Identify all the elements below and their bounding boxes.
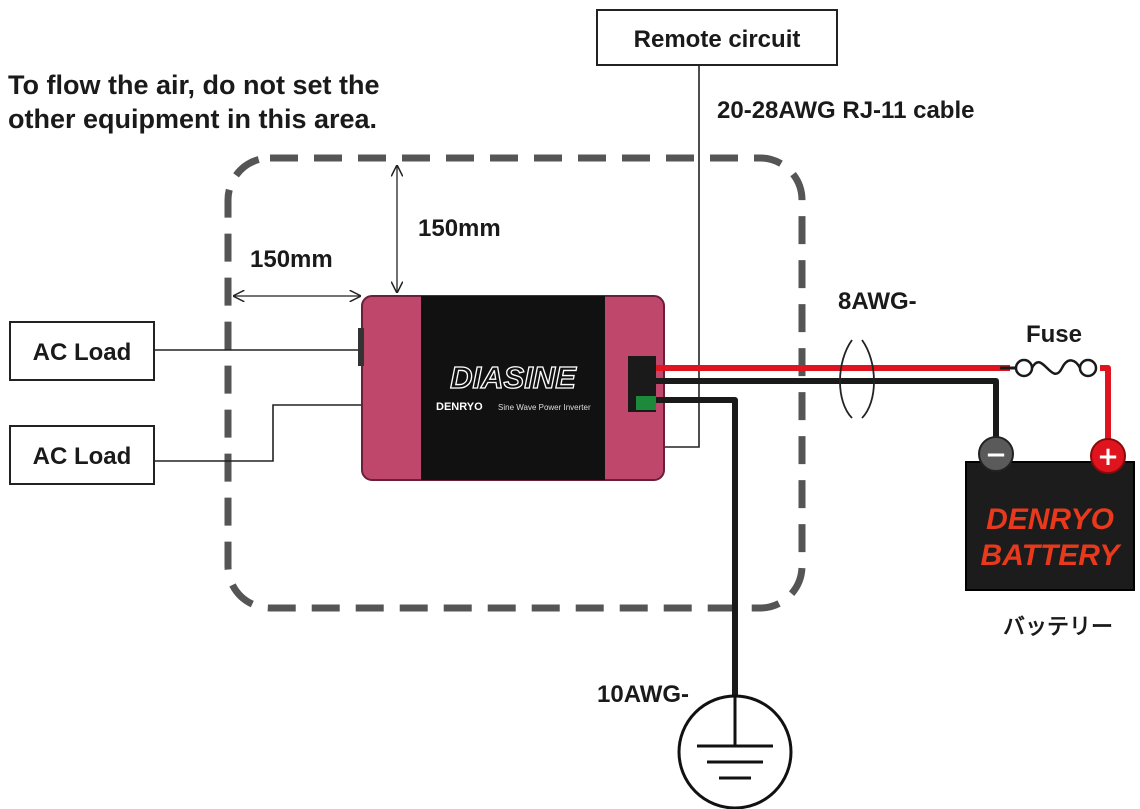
ac-load-box-2 bbox=[9, 425, 155, 485]
inverter-front-panel bbox=[421, 296, 605, 480]
fuse-icon bbox=[1030, 359, 1082, 376]
fuse-label: Fuse bbox=[1026, 321, 1082, 348]
negative-cable bbox=[656, 378, 999, 440]
battery-brand-line-1: DENRYO bbox=[986, 503, 1114, 536]
ac-load-label-1: AC Load bbox=[33, 339, 132, 366]
rj11-cable-label: 20-28AWG RJ-11 cable bbox=[717, 97, 974, 124]
top-clearance-label: 150mm bbox=[418, 215, 501, 242]
ac-load-box-1 bbox=[9, 321, 155, 381]
fuse-terminal-right bbox=[1078, 358, 1098, 378]
ac-outlet bbox=[358, 328, 364, 366]
battery-caption: バッテリー bbox=[1003, 615, 1113, 640]
rj11-cable bbox=[658, 65, 700, 448]
ground-icon bbox=[677, 694, 793, 809]
left-clearance-label: 150mm bbox=[250, 246, 333, 273]
battery-negative-terminal bbox=[978, 436, 1014, 472]
battery: − + DENRYO BATTERY bbox=[965, 436, 1135, 591]
battery-positive-terminal bbox=[1090, 438, 1126, 474]
battery-cable-label: 8AWG- bbox=[838, 288, 917, 315]
ground-cable bbox=[656, 397, 738, 740]
ac-load-wire-2 bbox=[154, 404, 362, 462]
fuse-terminal-left bbox=[1014, 358, 1034, 378]
bundle-bracket-right bbox=[861, 339, 875, 419]
inverter: DIASINE DENRYO Sine Wave Power Inverter bbox=[358, 295, 665, 481]
battery-plus-icon: + bbox=[1097, 442, 1119, 472]
inverter-brand: DIASINE bbox=[450, 360, 577, 395]
ac-load-label-2: AC Load bbox=[33, 443, 132, 470]
inverter-maker: DENRYO bbox=[436, 401, 483, 413]
ground-terminal bbox=[636, 396, 656, 410]
battery-minus-icon: − bbox=[985, 440, 1007, 470]
bundle-bracket-left bbox=[839, 339, 853, 419]
inverter-subtitle: Sine Wave Power Inverter bbox=[498, 403, 591, 412]
remote-circuit-box bbox=[596, 9, 838, 66]
warning-line-1: To flow the air, do not set the bbox=[8, 70, 380, 100]
positive-cable bbox=[656, 365, 1111, 442]
battery-body bbox=[965, 461, 1135, 591]
clearance-area bbox=[224, 154, 806, 612]
remote-circuit-label: Remote circuit bbox=[634, 26, 801, 53]
ground-cable-label: 10AWG- bbox=[597, 681, 689, 708]
battery-brand-line-2: BATTERY bbox=[981, 539, 1123, 572]
warning-line-2: other equipment in this area. bbox=[8, 104, 377, 134]
